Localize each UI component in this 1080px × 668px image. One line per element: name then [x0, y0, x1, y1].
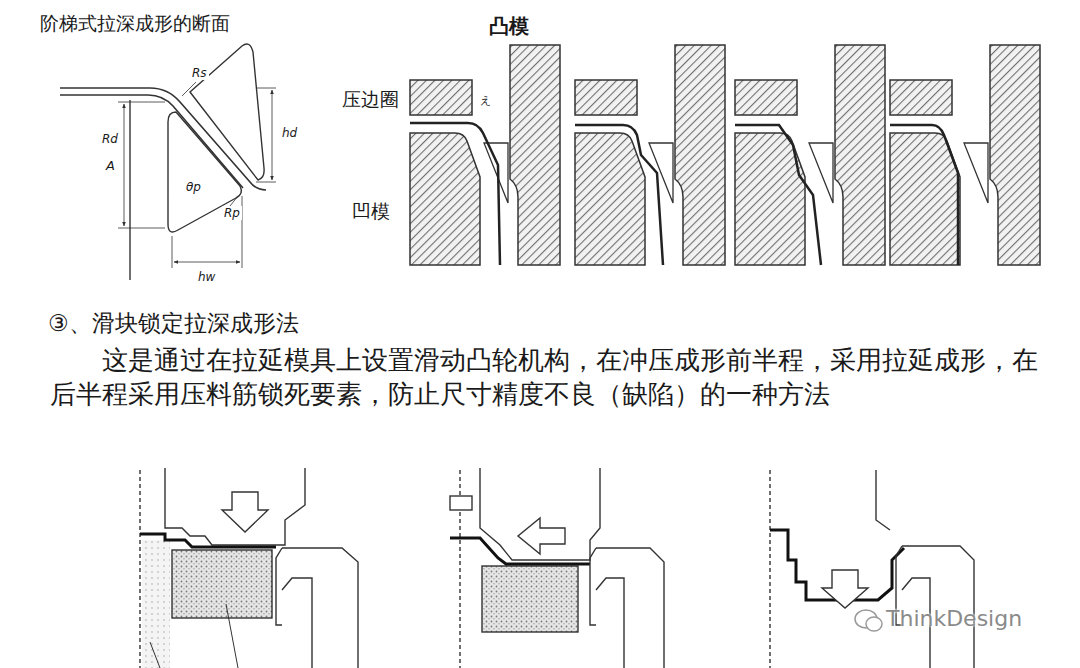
sheet — [410, 123, 500, 265]
leader-line — [182, 82, 196, 96]
die-section — [410, 45, 560, 265]
section-title: 阶梯式拉深成形的断面 — [40, 12, 230, 35]
motion-arrow — [518, 518, 565, 554]
dimension-line — [272, 90, 273, 180]
dimension-label: Rd — [100, 132, 120, 146]
slide-stage-1 — [140, 468, 358, 668]
section-heading: ③、滑块锁定拉深成形法 — [48, 310, 299, 338]
stage-4 — [890, 45, 1040, 265]
slide-stage-2 — [450, 468, 664, 668]
sheet — [735, 125, 821, 265]
center-line — [769, 470, 770, 668]
slide-cam — [172, 550, 272, 618]
watermark: ThinkDesign — [886, 606, 1022, 632]
leader-line — [230, 196, 238, 206]
extension-line — [172, 196, 242, 268]
part-name: 压边圈 — [340, 88, 401, 111]
upper-die — [165, 468, 305, 545]
dimension-line — [124, 104, 125, 226]
die-section — [890, 45, 1040, 265]
motion-arrow — [822, 570, 868, 608]
dimension-line — [174, 262, 240, 263]
lower-die — [596, 578, 624, 668]
part-name: 凸模 — [487, 14, 531, 38]
annotation: え — [478, 94, 493, 107]
stage-1 — [410, 45, 560, 265]
watermark-icon — [866, 617, 882, 631]
die-section — [575, 45, 725, 265]
dimension-label: θp — [184, 180, 203, 194]
dimension-label: Rs — [190, 66, 209, 80]
sheet — [575, 125, 663, 265]
lower-die — [590, 548, 664, 668]
extension-line — [118, 102, 165, 228]
upper-die — [450, 496, 472, 510]
upper-die — [876, 470, 890, 530]
extension-line — [256, 88, 276, 182]
lower-die — [282, 578, 312, 668]
leader-line — [150, 604, 238, 668]
dimension-label: hw — [196, 270, 217, 284]
slide-cam — [482, 566, 578, 632]
sheet — [140, 534, 276, 547]
watermark-icon — [855, 610, 882, 631]
part-name: 凹模 — [350, 200, 392, 223]
die-section — [735, 45, 885, 265]
wall-line — [129, 100, 130, 280]
stage-3 — [735, 45, 885, 265]
lower-die — [276, 548, 358, 668]
description-text: 这是通过在拉延模具上设置滑动凸轮机构，在冲压成形前半程，采用拉延成形，在后半程采… — [50, 344, 1040, 412]
sheet — [60, 88, 266, 190]
upper-die — [480, 468, 600, 560]
motion-arrow — [222, 492, 268, 532]
step-section — [60, 44, 276, 280]
slide-stage-3 — [770, 470, 974, 668]
sheet — [890, 125, 958, 265]
sheet — [450, 538, 590, 564]
dimension-label: A — [104, 158, 117, 174]
dimension-label: Rp — [222, 206, 242, 220]
dimension-label: hd — [280, 126, 299, 140]
center-line — [139, 470, 140, 668]
lower-body — [142, 540, 170, 668]
stage-2 — [575, 45, 725, 265]
sheet — [60, 95, 243, 188]
